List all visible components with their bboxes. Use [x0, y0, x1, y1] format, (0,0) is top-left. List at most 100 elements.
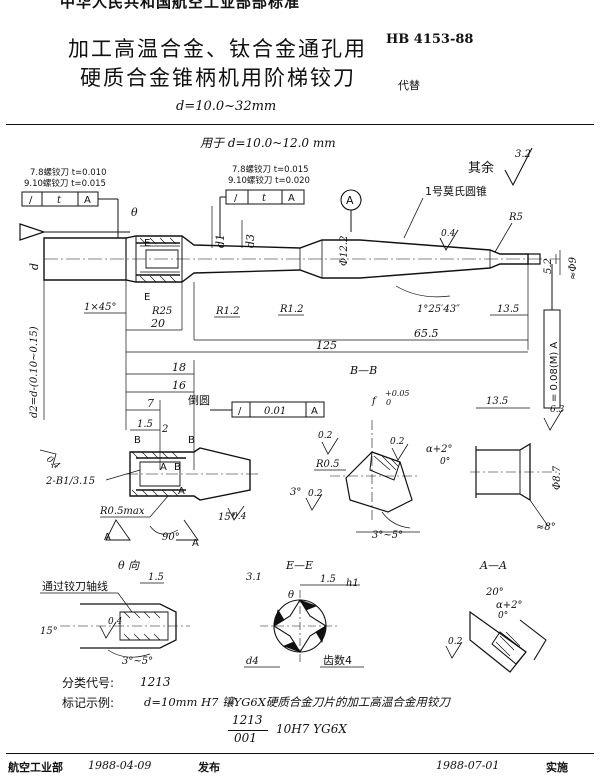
example-label: 标记示例: — [62, 696, 115, 710]
bb-zero: 0 — [386, 398, 391, 407]
footer-impl-label: 实施 — [546, 761, 568, 774]
bb-alpha: α+2° — [426, 444, 453, 455]
b-mark-1: B — [134, 435, 141, 446]
shank-rough-63: 6.3 — [550, 405, 565, 415]
qiyu-label: 其余 — [468, 160, 494, 176]
aa-20: 20° — [485, 587, 504, 598]
ee-theta: θ — [288, 590, 294, 601]
dim-7: 7 — [147, 397, 154, 410]
title-line-1: 加工高温合金、钛合金通孔用 — [68, 37, 367, 61]
e-mark-top: E — [144, 238, 150, 249]
standard-code: HB 4153-88 — [386, 32, 474, 47]
dim-1-5: 1.5 — [137, 419, 153, 430]
datum-triangle-icon — [19, 223, 46, 241]
r05max-label: R0.5max — [99, 506, 145, 517]
note2-b: 9.10螺铰刀 t=0.020 — [228, 175, 310, 186]
bb-rough-02b: 0.2 — [390, 437, 405, 447]
dim-theta: θ — [131, 206, 138, 219]
ee-3-1: 3.1 — [246, 572, 262, 583]
r5-label: R5 — [508, 212, 523, 223]
ee-shape — [260, 590, 340, 662]
bb-f: f — [371, 396, 378, 407]
fraction-suffix: 10H7 YG6X — [276, 722, 347, 736]
angle-15: 15° — [218, 512, 236, 523]
svg-text:t: t — [57, 195, 62, 206]
angle-3: 3° — [290, 487, 301, 498]
fraction-top: 1213 — [232, 713, 263, 727]
bb-title: B—B — [349, 364, 377, 377]
angle-90: 90° — [162, 532, 180, 543]
tolerance-frame-2: / t A — [219, 189, 305, 238]
svg-text:A: A — [288, 193, 295, 204]
note2-a: 7.8螺铰刀 t=0.015 — [232, 164, 309, 175]
dim-125: 125 — [316, 339, 337, 352]
note1-b: 9.10螺铰刀 t=0.015 — [24, 178, 106, 189]
chamfer-label: 1×45° — [84, 302, 116, 313]
bb-r05: R0.5 — [315, 459, 339, 470]
angle-label: 1°25′43″ — [417, 304, 460, 315]
a-mark-4: A — [192, 538, 199, 549]
fraction-bar — [228, 730, 268, 731]
shank-angle-8: ≈8° — [536, 522, 556, 533]
rough-02-detail: 0.2 — [308, 489, 323, 499]
taper-label: 1号莫氏圆锥 — [425, 185, 487, 198]
dim-d1: d1 — [214, 234, 227, 248]
bb-angle: 3°~5° — [372, 530, 403, 541]
note1-a: 7.8螺铰刀 t=0.010 — [30, 167, 107, 178]
r25-label: R25 — [151, 306, 172, 317]
ee-1-5: 1.5 — [320, 574, 336, 585]
main-caption: 用于 d=10.0~12.0 mm — [200, 136, 336, 150]
example-value: d=10mm H7 镶YG6X硬质合金刀片的加工高温合金用铰刀 — [144, 695, 450, 709]
dim-d3: d3 — [244, 234, 257, 248]
ee-h1: h1 — [346, 578, 359, 589]
dim-lines — [125, 264, 529, 430]
class-value: 1213 — [140, 675, 171, 689]
d2-label: d2=d-(0.10~0.15) — [29, 326, 40, 418]
a-mark-1: A — [160, 462, 167, 473]
viewq-through: 通过铰刀轴线 — [42, 579, 108, 593]
svg-text:t: t — [262, 193, 267, 204]
runout-frame: = 0.08(M) A — [543, 264, 561, 409]
ee-d4: d4 — [246, 656, 259, 667]
bb-plus: +0.05 — [385, 389, 410, 398]
aa-rough-02: 0.2 — [448, 637, 463, 647]
dim-16: 16 — [172, 379, 186, 392]
svg-text:/: / — [29, 195, 33, 206]
a-mark-3: A — [104, 532, 111, 543]
dim-phi9: ≈Φ9 — [568, 256, 579, 280]
replace-label: 代替 — [398, 79, 420, 92]
header-rule — [6, 124, 594, 125]
aa-shape — [469, 610, 547, 673]
org-line: 中华人民共和国航空工业部部标准 — [60, 0, 301, 11]
r12-b-label: R1.2 — [279, 304, 303, 315]
dim-phi12-2: Φ12.2 — [339, 236, 350, 266]
datum-a: A — [340, 189, 362, 232]
ee-teeth: 齿数4 — [323, 654, 352, 667]
bb-rough-02a: 0.2 — [318, 431, 333, 441]
dim-d: d — [28, 263, 41, 270]
class-label: 分类代号: — [62, 676, 115, 690]
svg-text:0.01: 0.01 — [264, 406, 286, 417]
viewq-shape — [60, 603, 190, 649]
shank-13-5: 13.5 — [486, 396, 508, 407]
shank-phi87: Φ8.7 — [552, 465, 563, 490]
footer-rule — [6, 753, 594, 754]
aa-title: A—A — [479, 559, 507, 572]
bb-shape — [330, 420, 420, 529]
b-mark-3: B — [174, 462, 181, 473]
viewq-rough: 0.4 — [108, 617, 123, 627]
b-mark-2: B — [188, 435, 195, 446]
footer-issuer: 航空工业部 — [8, 761, 63, 774]
footer-impl-date: 1988-07-01 — [436, 759, 500, 772]
viewq-title: θ 向 — [118, 559, 140, 572]
aa-alpha-sub: 0° — [498, 611, 508, 621]
qiyu-roughness: 3.2 — [515, 149, 531, 160]
svg-text:/: / — [238, 406, 242, 417]
detail-dims — [126, 360, 195, 470]
tolerance-frame-1: / t A — [21, 191, 119, 238]
a-mark-2: A — [178, 486, 185, 497]
svg-text:= 0.08(M) A: = 0.08(M) A — [549, 342, 560, 402]
svg-text:/: / — [234, 193, 238, 204]
dim-20: 20 — [150, 317, 165, 330]
